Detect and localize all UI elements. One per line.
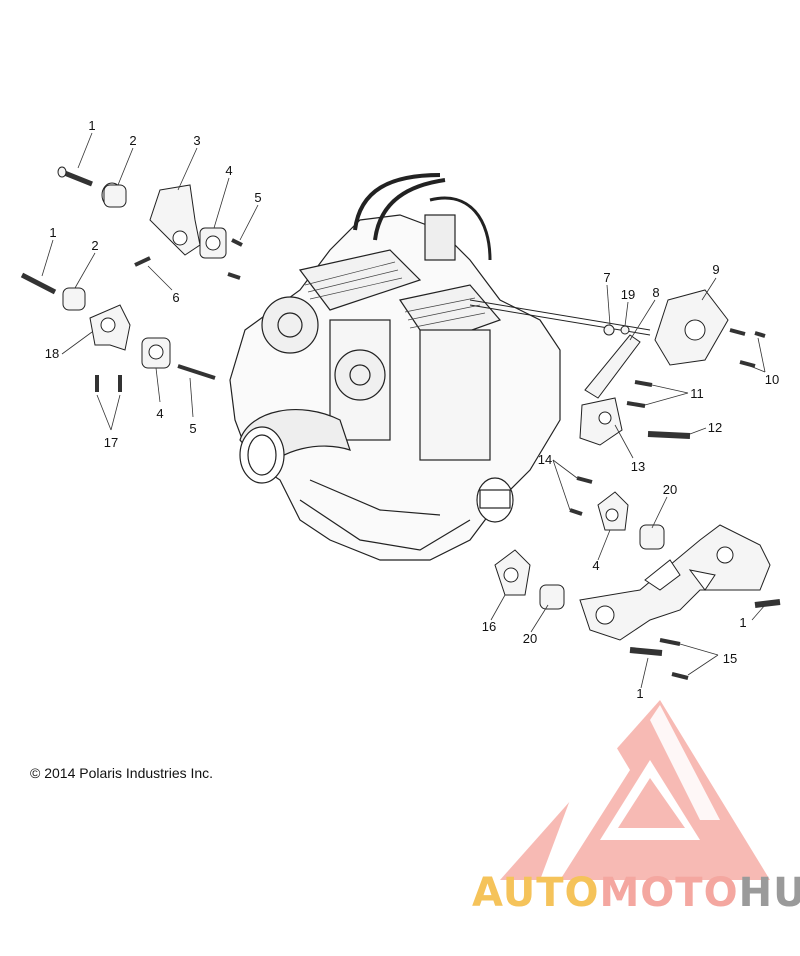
watermark-brand: AUTOMOTOHUB: [472, 870, 800, 916]
callout-2-a: 2: [129, 133, 136, 148]
callout-14: 14: [538, 452, 552, 467]
callout-1-c: 1: [739, 615, 746, 630]
right-mount-parts: [494, 289, 781, 680]
callout-3: 3: [193, 133, 200, 148]
callout-17: 17: [104, 435, 118, 450]
callout-1-b: 1: [49, 225, 56, 240]
watermark-moto: MOTO: [599, 870, 739, 916]
callout-12: 12: [708, 420, 722, 435]
callout-15: 15: [723, 651, 737, 666]
callout-5-a: 5: [254, 190, 261, 205]
callout-9: 9: [712, 262, 719, 277]
callout-4-b: 4: [156, 406, 163, 421]
callout-2-b: 2: [91, 238, 98, 253]
callout-16: 16: [482, 619, 496, 634]
watermark-hub: HUB: [738, 870, 800, 916]
callout-11: 11: [690, 386, 704, 401]
leader-lines: [41, 132, 766, 689]
callout-19: 19: [621, 287, 635, 302]
watermark-logo: [500, 700, 770, 880]
callout-8: 8: [652, 285, 659, 300]
engine-assembly: [229, 173, 651, 561]
copyright-notice: © 2014 Polaris Industries Inc.: [30, 765, 214, 781]
callout-6: 6: [172, 290, 179, 305]
callout-10: 10: [765, 372, 779, 387]
watermark-auto: AUTO: [472, 870, 600, 916]
callout-4-a: 4: [225, 163, 232, 178]
left-mount-parts: [20, 166, 243, 392]
callout-20-a: 20: [663, 482, 677, 497]
callout-20-b: 20: [523, 631, 537, 646]
callout-4-c: 4: [592, 558, 599, 573]
callout-13: 13: [631, 459, 645, 474]
callout-5-b: 5: [189, 421, 196, 436]
callout-1-a: 1: [88, 118, 95, 133]
callout-18: 18: [45, 346, 59, 361]
callout-labels: 1 2 3 4 5 6 1 2 18 17 4 5 7 19 8 9 10 11…: [45, 118, 779, 701]
callout-1-d: 1: [636, 686, 643, 701]
callout-7: 7: [603, 270, 610, 285]
